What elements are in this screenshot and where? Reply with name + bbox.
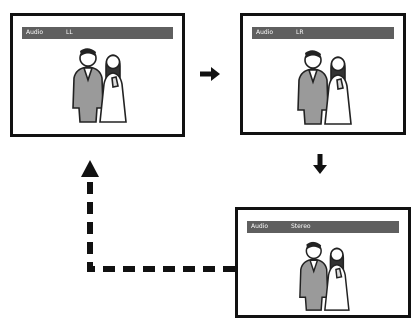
arrow-down-icon bbox=[312, 153, 328, 175]
couple-illustration bbox=[66, 44, 130, 124]
osd-bar: Audio LL bbox=[22, 27, 173, 39]
arrow-right-icon bbox=[199, 66, 221, 82]
couple-illustration bbox=[291, 238, 355, 312]
osd-audio-value: Stereo bbox=[291, 221, 311, 233]
osd-audio-label: Audio bbox=[256, 27, 273, 39]
osd-audio-label: Audio bbox=[251, 221, 268, 233]
osd-bar: Audio Stereo bbox=[247, 221, 399, 233]
osd-bar: Audio LR bbox=[252, 27, 394, 39]
tv-screen-1: Audio LL bbox=[10, 13, 185, 137]
dashed-return-arrow bbox=[80, 157, 235, 279]
tv-screen-3: Audio Stereo bbox=[235, 207, 411, 318]
osd-audio-label: Audio bbox=[26, 27, 43, 39]
tv-screen-2: Audio LR bbox=[240, 13, 406, 135]
osd-audio-value: LL bbox=[66, 27, 73, 39]
couple-illustration bbox=[291, 46, 355, 126]
osd-audio-value: LR bbox=[296, 27, 304, 39]
